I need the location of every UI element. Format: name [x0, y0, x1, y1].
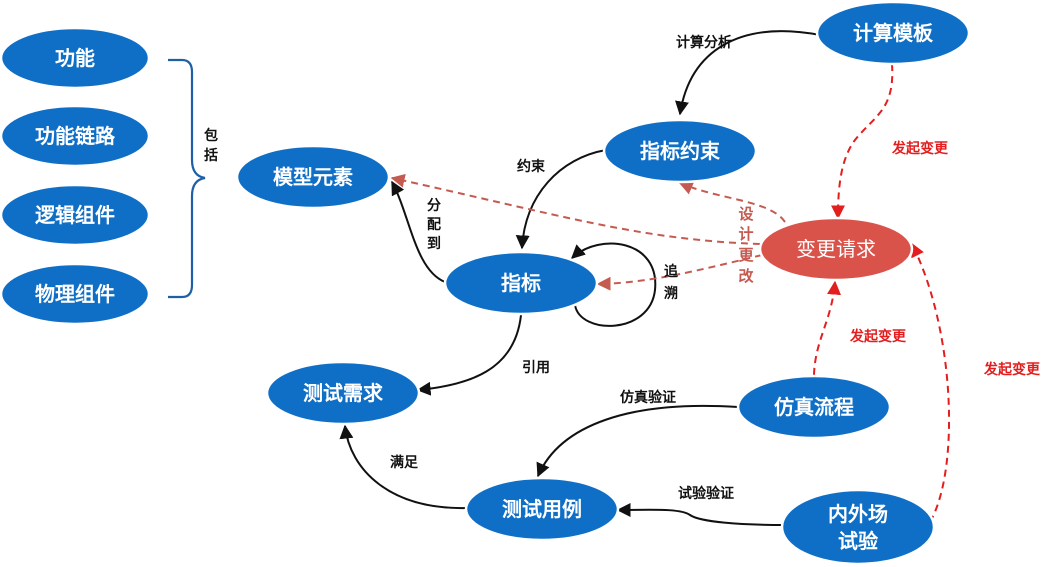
label-satisfy: 满足	[390, 454, 419, 471]
node-field-test: 内外场 试验	[780, 488, 936, 566]
edge-design-change-indicator	[596, 254, 763, 291]
node-simulation-flow-label: 仿真流程	[774, 395, 854, 419]
edge-raise-change-1	[831, 63, 894, 220]
label-assign-3: 到	[427, 236, 441, 252]
label-trace-1: 追	[664, 263, 678, 280]
label-design-change-1: 设	[738, 205, 753, 223]
node-physical-component: 物理组件	[0, 262, 151, 326]
edge-raise-change-2	[813, 280, 841, 376]
label-assign-2: 配	[427, 217, 441, 233]
label-test-verify: 试验验证	[678, 485, 734, 502]
node-physical-component-label: 物理组件	[35, 282, 115, 306]
label-design-change-2: 计	[738, 225, 753, 243]
label-assign-1: 分	[427, 198, 441, 214]
label-raise-change-2: 发起变更	[849, 328, 907, 345]
label-design-change-4: 改	[738, 267, 754, 285]
node-field-test-label-1: 内外场	[828, 502, 888, 526]
node-indicator: 指标	[443, 250, 599, 316]
label-include-2: 括	[204, 147, 218, 164]
label-raise-change-1: 发起变更	[891, 140, 949, 157]
edge-sim-verify	[536, 404, 739, 478]
label-raise-change-3: 发起变更	[983, 361, 1041, 378]
edge-satisfy	[339, 424, 469, 510]
label-compute-analysis: 计算分析	[676, 34, 732, 51]
node-indicator-constraint: 指标约束	[602, 118, 758, 184]
label-trace-2: 溯	[664, 285, 678, 302]
edge-assign-to	[391, 180, 446, 283]
edge-trace-loop	[570, 242, 657, 327]
node-model-element-label: 模型元素	[273, 165, 353, 189]
label-design-change-3: 更	[738, 246, 754, 264]
include-brace	[168, 58, 206, 299]
node-indicator-label: 指标	[501, 271, 541, 295]
node-test-requirement-label: 测试需求	[303, 381, 384, 405]
node-change-request: 变更请求	[758, 216, 914, 282]
edge-constrain	[515, 149, 607, 250]
edge-test-verify	[616, 502, 786, 526]
label-reference: 引用	[522, 360, 550, 376]
node-model-element: 模型元素	[235, 144, 391, 210]
node-function-link-label: 功能链路	[35, 124, 116, 148]
node-calc-template-label: 计算模板	[853, 21, 934, 45]
node-indicator-constraint-label: 指标约束	[640, 139, 721, 163]
edge-reference	[416, 314, 522, 396]
node-logical-component-label: 逻辑组件	[35, 203, 115, 227]
node-test-case-label: 测试用例	[502, 497, 582, 521]
node-logical-component: 逻辑组件	[0, 183, 151, 247]
node-function-label: 功能	[55, 46, 95, 70]
label-sim-verify: 仿真验证	[620, 389, 676, 406]
node-test-case: 测试用例	[464, 476, 620, 542]
node-function: 功能	[0, 26, 151, 90]
edge-raise-change-3	[911, 242, 950, 523]
node-function-link: 功能链路	[0, 104, 151, 168]
node-calc-template: 计算模板	[815, 0, 971, 66]
edge-design-change-constraint	[678, 181, 786, 223]
node-simulation-flow: 仿真流程	[736, 374, 892, 440]
node-field-test-label-2: 试验	[838, 529, 878, 553]
edge-compute-analysis	[675, 30, 821, 116]
label-constrain: 约束	[517, 158, 546, 175]
label-include-1: 包	[204, 127, 218, 144]
edge-design-change-model	[390, 173, 761, 245]
node-test-requirement: 测试需求	[265, 360, 421, 426]
node-change-request-label: 变更请求	[796, 237, 876, 261]
